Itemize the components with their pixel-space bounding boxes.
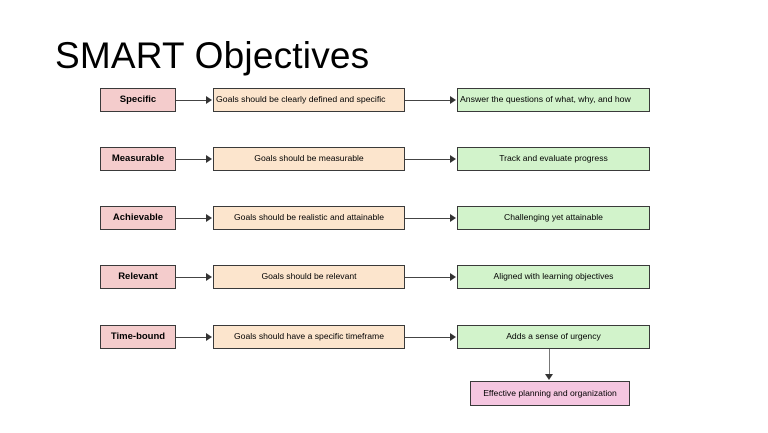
arrow-measurable-left-icon: [206, 155, 212, 163]
middle-box-label: Goals should be relevant: [261, 271, 357, 282]
connector-achievable-right: [405, 217, 451, 219]
arrow-specific-right-icon: [450, 96, 456, 104]
arrow-time-bound-left-icon: [206, 333, 212, 341]
right-box-label: Challenging yet attainable: [504, 212, 603, 223]
right-box-label: Track and evaluate progress: [499, 153, 608, 164]
right-box-label: Adds a sense of urgency: [506, 331, 601, 342]
connector-measurable-right: [405, 158, 451, 160]
key-box-measurable[interactable]: Measurable: [100, 147, 176, 171]
middle-box-relevant[interactable]: Goals should be relevant: [213, 265, 405, 289]
middle-box-measurable[interactable]: Goals should be measurable: [213, 147, 405, 171]
key-box-achievable[interactable]: Achievable: [100, 206, 176, 230]
right-box-label: Aligned with learning objectives: [493, 271, 614, 282]
key-box-label: Time-bound: [110, 331, 166, 343]
connector-time-bound-right: [405, 336, 451, 338]
final-outcome-label: Effective planning and organization: [483, 387, 617, 398]
connector-relevant-left: [176, 276, 207, 278]
right-box-specific[interactable]: Answer the questions of what, why, and h…: [457, 88, 650, 112]
right-box-achievable[interactable]: Challenging yet attainable: [457, 206, 650, 230]
right-box-label: Answer the questions of what, why, and h…: [460, 94, 631, 105]
arrow-specific-left-icon: [206, 96, 212, 104]
middle-box-time-bound[interactable]: Goals should have a specific timeframe: [213, 325, 405, 349]
key-box-label: Measurable: [111, 153, 165, 165]
arrow-achievable-left-icon: [206, 214, 212, 222]
key-box-label: Achievable: [112, 212, 164, 224]
middle-box-achievable[interactable]: Goals should be realistic and attainable: [213, 206, 405, 230]
middle-box-specific[interactable]: Goals should be clearly defined and spec…: [213, 88, 405, 112]
connector-achievable-left: [176, 217, 207, 219]
arrow-relevant-left-icon: [206, 273, 212, 281]
right-box-relevant[interactable]: Aligned with learning objectives: [457, 265, 650, 289]
right-box-measurable[interactable]: Track and evaluate progress: [457, 147, 650, 171]
middle-box-label: Goals should be realistic and attainable: [233, 212, 384, 223]
connector-time-bound-left: [176, 336, 207, 338]
key-box-time-bound[interactable]: Time-bound: [100, 325, 176, 349]
key-box-relevant[interactable]: Relevant: [100, 265, 176, 289]
page-title: SMART Objectives: [55, 35, 370, 76]
arrow-time-bound-right-icon: [450, 333, 456, 341]
connector-relevant-right: [405, 276, 451, 278]
connector-specific-left: [176, 99, 207, 101]
key-box-specific[interactable]: Specific: [100, 88, 176, 112]
key-box-label: Relevant: [118, 271, 158, 283]
arrow-achievable-right-icon: [450, 214, 456, 222]
middle-box-label: Goals should have a specific timeframe: [234, 331, 384, 342]
arrow-final-down-icon: [545, 374, 553, 380]
arrow-measurable-right-icon: [450, 155, 456, 163]
key-box-label: Specific: [119, 94, 157, 106]
final-outcome-box[interactable]: Effective planning and organization: [470, 381, 630, 406]
connector-measurable-left: [176, 158, 207, 160]
arrow-relevant-right-icon: [450, 273, 456, 281]
middle-box-label: Goals should be clearly defined and spec…: [216, 94, 386, 105]
connector-specific-right: [405, 99, 451, 101]
connector-to-final-node: [549, 349, 551, 375]
right-box-time-bound[interactable]: Adds a sense of urgency: [457, 325, 650, 349]
middle-box-label: Goals should be measurable: [254, 153, 364, 164]
